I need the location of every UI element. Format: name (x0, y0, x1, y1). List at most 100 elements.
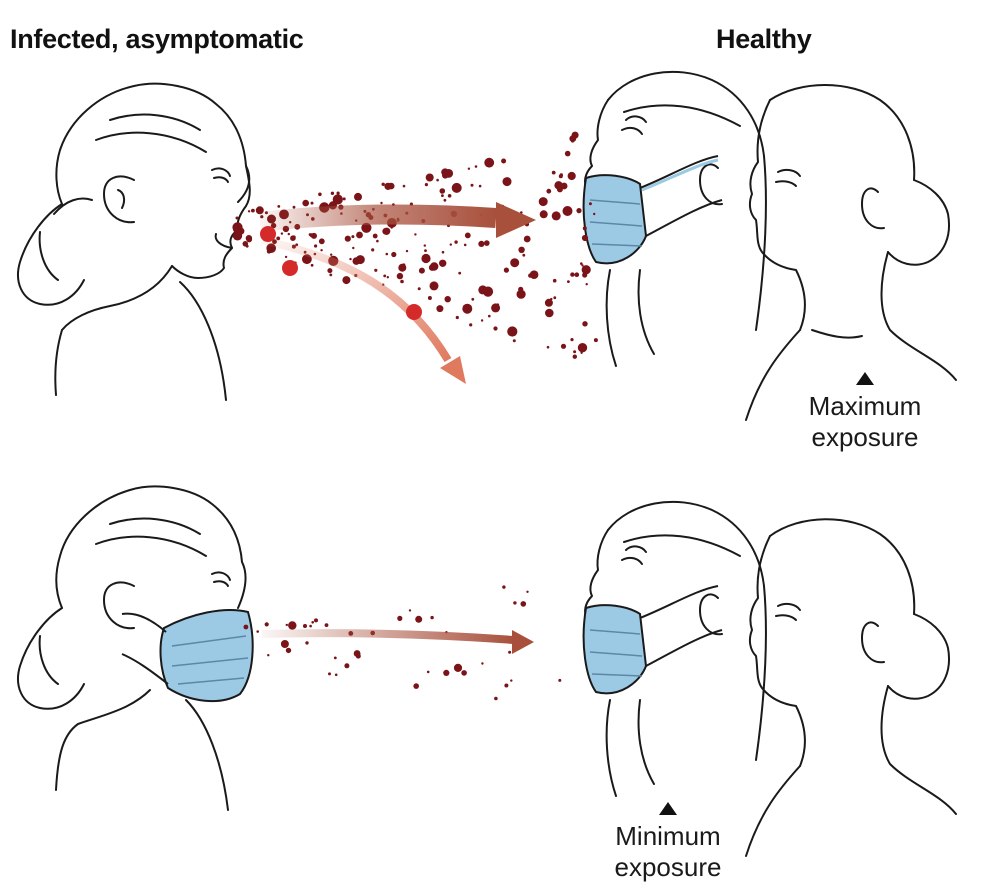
droplet-icon (327, 268, 333, 274)
droplet-icon (502, 585, 506, 589)
droplet-icon (553, 296, 557, 300)
droplet-icon (354, 192, 362, 201)
droplet-icon (528, 273, 533, 278)
droplet-icon (352, 246, 355, 250)
droplet-icon (574, 272, 580, 278)
droplet-icon (311, 621, 315, 624)
droplet-icon (285, 623, 288, 627)
infected-person-top (17, 82, 251, 401)
droplet-icon (478, 184, 482, 188)
droplet-icon (441, 194, 444, 198)
exposure-label-line1: Minimum (615, 821, 721, 851)
droplet-icon (314, 618, 318, 623)
droplet-icon (567, 280, 570, 283)
droplet-icon (502, 177, 512, 187)
droplet-icon (444, 296, 451, 303)
droplet-icon (405, 249, 409, 253)
droplet-icon (383, 274, 387, 278)
droplet-icon (447, 194, 452, 198)
droplet-icon (504, 683, 509, 688)
droplet-icon (474, 165, 478, 168)
droplet-icon (349, 257, 352, 261)
droplet-icon (333, 656, 337, 660)
droplet-icon (518, 246, 525, 253)
droplet-icon (292, 205, 296, 209)
droplet-icon (551, 170, 556, 175)
droplet-icon (469, 323, 473, 327)
droplet-icon (260, 226, 276, 242)
droplet-icon (336, 191, 340, 195)
droplet-icon (332, 194, 343, 205)
droplet-icon (356, 231, 363, 239)
droplet-icon (423, 244, 426, 247)
healthy-person-front-top (584, 70, 767, 367)
droplet-icon (550, 297, 553, 301)
droplet-icon (470, 183, 474, 187)
droplet-icon (454, 240, 458, 244)
droplet-icon (581, 234, 589, 242)
droplet-icon (443, 669, 450, 677)
droplet-icon (303, 624, 307, 628)
droplet-icon (413, 683, 420, 689)
arrow-large-droplet-top (261, 236, 466, 384)
droplet-icon (480, 319, 484, 322)
droplet-icon (267, 654, 270, 657)
droplet-icon (581, 264, 584, 267)
droplet-icon (439, 188, 446, 194)
droplet-icon (488, 314, 491, 318)
droplet-icon (430, 615, 434, 620)
droplet-icon (391, 251, 397, 258)
droplet-icon (558, 174, 563, 179)
droplet-cloud-bottom (243, 585, 562, 701)
droplet-icon (334, 673, 338, 677)
droplet-icon (396, 272, 404, 280)
arrow-aerosol-top (258, 202, 536, 238)
droplet-icon (580, 262, 583, 265)
droplet-icon (344, 663, 350, 669)
droplet-icon (539, 210, 548, 219)
droplet-icon (256, 630, 260, 633)
droplet-icon (441, 250, 445, 254)
header-infected: Infected, asymptomatic (10, 24, 304, 54)
droplet-icon (355, 653, 361, 659)
droplet-icon (376, 239, 379, 243)
surgical-mask-icon (582, 585, 723, 695)
droplet-icon (493, 326, 498, 331)
droplet-icon (558, 678, 562, 682)
droplet-icon (287, 232, 290, 236)
droplet-icon (284, 255, 288, 259)
droplet-icon (560, 182, 568, 190)
droplet-icon (330, 191, 335, 195)
droplet-icon (310, 201, 314, 205)
droplet-icon (418, 267, 425, 274)
droplet-icon (551, 211, 561, 221)
droplet-icon (436, 305, 444, 313)
exposure-callout-min: Minimum exposure (598, 802, 738, 883)
droplet-icon (285, 647, 292, 654)
droplet-icon (386, 276, 389, 279)
large-droplets-top (260, 226, 422, 320)
droplet-icon (520, 601, 527, 607)
droplet-icon (414, 233, 417, 236)
droplet-icon (471, 297, 475, 301)
droplet-icon (288, 621, 297, 630)
droplet-icon (570, 139, 575, 143)
droplet-icon (245, 244, 249, 248)
droplet-icon (384, 182, 392, 190)
droplet-icon (259, 208, 263, 212)
droplet-icon (406, 304, 422, 320)
surgical-mask-icon (582, 155, 723, 265)
droplet-icon (522, 253, 526, 257)
droplet-icon (397, 615, 403, 622)
droplet-icon (342, 197, 346, 201)
droplet-icon (545, 308, 554, 318)
droplet-icon (232, 222, 243, 233)
droplet-icon (310, 263, 314, 267)
droplet-icon (585, 283, 588, 286)
droplet-icon (290, 235, 296, 241)
arrow-aerosol-bottom (261, 629, 534, 654)
droplet-icon (320, 249, 323, 252)
droplet-icon (425, 173, 434, 182)
droplet-icon (371, 248, 375, 252)
droplet-icon (512, 339, 516, 343)
